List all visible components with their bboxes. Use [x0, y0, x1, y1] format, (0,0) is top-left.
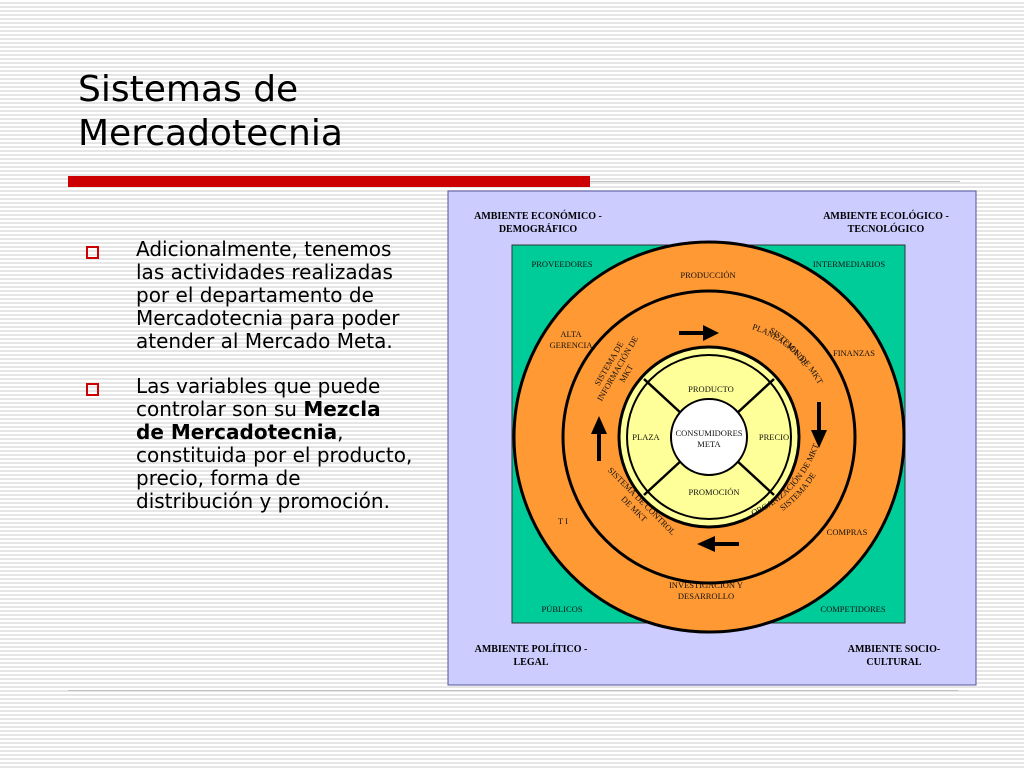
label-product: PRODUCTO: [688, 384, 734, 394]
title-line-1: Sistemas de: [78, 69, 299, 110]
label-suppliers: PROVEEDORES: [532, 259, 593, 269]
bullet-text-2: Las variables que puede controlar son su…: [136, 375, 414, 513]
label-economic-environment-2: DEMOGRÁFICO: [499, 223, 578, 235]
bullet-list: Adicionalmente, tenemos las actividades …: [84, 238, 414, 535]
marketing-mix-inner-border: [626, 354, 792, 520]
label-rnd-1: INVESTIGACIÓN Y: [669, 580, 743, 590]
mix-dividers: [643, 378, 775, 496]
square-bullet-icon: [86, 383, 99, 396]
label-top-management-1: ALTA: [560, 329, 582, 339]
bullet-text-2-bold: Mezcla de Mercadotecnia: [136, 397, 381, 444]
label-political-environment-2: LEGAL: [513, 657, 548, 668]
label-rnd-2: DESARROLLO: [678, 591, 734, 601]
label-finance: FINANZAS: [833, 348, 875, 358]
flow-arrows: [591, 325, 827, 552]
label-target-consumers-1: CONSUMIDORES: [675, 428, 742, 438]
bullet-text-1: Adicionalmente, tenemos las actividades …: [136, 237, 400, 353]
label-it: T I: [558, 516, 568, 526]
arrow-right-icon: [679, 325, 719, 341]
consumers-center: [670, 398, 748, 476]
label-competitors: COMPETIDORES: [820, 604, 885, 614]
square-bullet-icon: [86, 246, 99, 259]
title-rule-gray: [590, 181, 960, 182]
arrow-down-icon: [811, 402, 827, 448]
label-political-environment-1: AMBIENTE POLÍTICO -: [475, 643, 588, 655]
bullet-text-2-start: Las variables que puede controlar son su: [136, 374, 381, 421]
marketing-systems-diagram: AMBIENTE ECONÓMICO - DEMOGRÁFICO AMBIENT…: [447, 190, 977, 686]
label-sociocultural-environment-2: CULTURAL: [866, 657, 922, 668]
label-intermediaries: INTERMEDIARIOS: [813, 259, 886, 269]
title-line-2: Mercadotecnia: [78, 113, 343, 154]
label-top-management-2: GERENCIA: [550, 340, 594, 350]
label-production: PRODUCCIÓN: [680, 270, 735, 280]
bullet-text-2-end: , constituida por el producto, precio, f…: [136, 420, 413, 513]
label-publics: PÚBLICOS: [541, 604, 582, 614]
diagram-svg: AMBIENTE ECONÓMICO - DEMOGRÁFICO AMBIENT…: [447, 190, 977, 686]
label-ecological-environment-1: AMBIENTE ECOLÓGICO -: [823, 210, 949, 222]
label-price: PRECIO: [759, 432, 789, 442]
arrow-left-icon: [697, 536, 739, 552]
label-economic-environment-1: AMBIENTE ECONÓMICO -: [474, 210, 602, 222]
label-place: PLAZA: [632, 432, 660, 442]
page-title: Sistemas de Mercadotecnia: [78, 68, 343, 156]
label-promotion: PROMOCIÓN: [688, 487, 739, 497]
bullet-item-2: Las variables que puede controlar son su…: [84, 375, 414, 513]
title-rule-red: [68, 176, 590, 187]
label-target-consumers-2: META: [697, 439, 721, 449]
label-sociocultural-environment-1: AMBIENTE SOCIO-: [848, 644, 941, 655]
label-purchasing: COMPRAS: [827, 527, 868, 537]
arrow-up-icon: [591, 416, 607, 461]
bullet-item-1: Adicionalmente, tenemos las actividades …: [84, 238, 414, 353]
label-ecological-environment-2: TECNOLÓGICO: [848, 223, 925, 235]
footer-rule: [68, 690, 958, 691]
